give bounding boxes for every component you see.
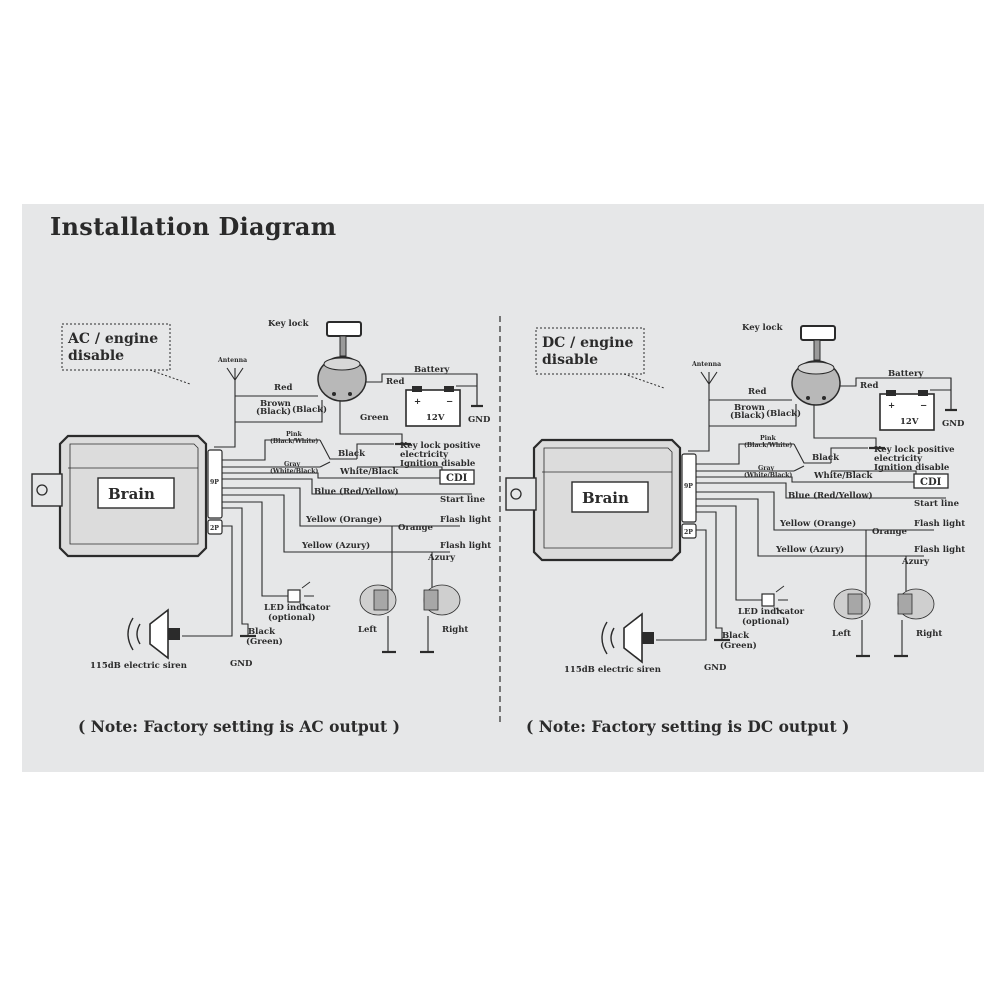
- gray-alt-label: (White/Black): [744, 472, 792, 479]
- key-note-line3: Ignition disable: [874, 463, 950, 473]
- gray-wire-label: Gray: [758, 465, 775, 472]
- flash-light-2-label: Flash light: [440, 541, 491, 551]
- diagram-sheet: Installation Diagram: [22, 204, 984, 772]
- white-black-label: White/Black: [339, 467, 399, 477]
- green-wire-label: Green: [360, 413, 389, 423]
- brown-alt-label: (Black): [730, 410, 765, 421]
- right-light-label: Right: [442, 625, 468, 635]
- yellow-orange-label: Yellow (Orange): [779, 518, 856, 529]
- orange-label: Orange: [872, 527, 908, 537]
- gray-wire-label: Gray: [284, 461, 301, 468]
- pink-wire-label: Pink: [286, 431, 303, 438]
- mode-label-line2: disable: [542, 352, 598, 368]
- port-9p-label: 9P: [684, 483, 693, 490]
- page-title: Installation Diagram: [50, 212, 337, 241]
- led-label-line1: LED indicator: [264, 603, 331, 613]
- battery-voltage-label: 12V: [900, 417, 919, 427]
- flash-light-1-label: Flash light: [440, 515, 491, 525]
- yellow-azury-label: Yellow (Azury): [301, 540, 370, 551]
- led-label-line2: (optional): [268, 612, 315, 623]
- blue-wire-label: Blue (Red/Yellow): [314, 486, 399, 497]
- port-2p-label: 2P: [684, 529, 693, 536]
- cdi-label: CDI: [446, 473, 468, 484]
- red-wire-2-label: Red: [860, 381, 878, 391]
- key-note-line3: Ignition disable: [400, 459, 476, 469]
- panel-dc: DC / engine disable Brain 9P 2P Antenna …: [504, 323, 965, 736]
- battery-gnd-label: GND: [942, 419, 965, 429]
- brown-wire-label: Brown: [734, 403, 765, 413]
- black-wire-label: Black: [812, 453, 840, 463]
- brown-wire-label: Brown: [260, 399, 291, 409]
- key-note-line1: Key lock positive: [874, 445, 955, 455]
- siren-label: 115dB electric siren: [564, 665, 661, 675]
- mode-label-line1: AC / engine: [67, 331, 158, 347]
- installation-diagram: + −: [30, 316, 965, 736]
- antenna-label: Antenna: [217, 357, 247, 364]
- azury-label: Azury: [427, 553, 456, 563]
- red-wire-label: Red: [274, 383, 292, 393]
- flash-light-1-label: Flash light: [914, 519, 965, 529]
- left-light-label: Left: [832, 629, 851, 639]
- start-line-label: Start line: [914, 499, 960, 509]
- cdi-label: CDI: [920, 477, 942, 488]
- black-green-line2: (Green): [720, 640, 757, 651]
- yellow-azury-label: Yellow (Azury): [775, 544, 844, 555]
- gnd-label: GND: [704, 663, 727, 673]
- mode-label-line2: disable: [68, 348, 124, 364]
- siren-label: 115dB electric siren: [90, 661, 187, 671]
- brain-label: Brain: [108, 485, 155, 503]
- key-note-line2: electricity: [400, 450, 449, 460]
- panel-ac: AC / engine disable Brain 9P 2P Antenna …: [30, 319, 491, 736]
- gnd-label: GND: [230, 659, 253, 669]
- mode-label-line1: DC / engine: [542, 335, 634, 351]
- note-text: ( Note: Factory setting is AC output ): [78, 717, 400, 736]
- right-light-label: Right: [916, 629, 942, 639]
- azury-label: Azury: [901, 557, 930, 567]
- brain-label: Brain: [582, 489, 629, 507]
- battery-voltage-label: 12V: [426, 413, 445, 423]
- red-wire-2-label: Red: [386, 377, 404, 387]
- black-paren-label: (Black): [766, 408, 801, 419]
- orange-label: Orange: [398, 523, 434, 533]
- left-light-label: Left: [358, 625, 377, 635]
- brown-alt-label: (Black): [256, 406, 291, 417]
- key-note-line2: electricity: [874, 454, 923, 464]
- battery-gnd-label: GND: [468, 415, 491, 425]
- black-green-line1: Black: [248, 627, 276, 637]
- yellow-orange-label: Yellow (Orange): [305, 514, 382, 525]
- pink-wire-label: Pink: [760, 435, 777, 442]
- note-text: ( Note: Factory setting is DC output ): [526, 717, 849, 736]
- key-lock-label: Key lock: [742, 323, 784, 333]
- pink-alt-label: (Black/White): [270, 438, 318, 445]
- battery-label: Battery: [888, 369, 924, 379]
- flash-light-2-label: Flash light: [914, 545, 965, 555]
- port-2p-label: 2P: [210, 525, 219, 532]
- start-line-label: Start line: [440, 495, 486, 505]
- black-paren-label: (Black): [292, 404, 327, 415]
- black-green-line2: (Green): [246, 636, 283, 647]
- key-note-line1: Key lock positive: [400, 441, 481, 451]
- led-label-line2: (optional): [742, 616, 789, 627]
- black-green-line1: Black: [722, 631, 750, 641]
- antenna-label: Antenna: [691, 361, 721, 368]
- black-wire-label: Black: [338, 449, 366, 459]
- white-black-label: White/Black: [813, 471, 873, 481]
- key-lock-label: Key lock: [268, 319, 310, 329]
- battery-label: Battery: [414, 365, 450, 375]
- port-9p-label: 9P: [210, 479, 219, 486]
- red-wire-label: Red: [748, 387, 766, 397]
- led-label-line1: LED indicator: [738, 607, 805, 617]
- gray-alt-label: (White/Black): [270, 468, 318, 475]
- pink-alt-label: (Black/White): [744, 442, 792, 449]
- blue-wire-label: Blue (Red/Yellow): [788, 490, 873, 501]
